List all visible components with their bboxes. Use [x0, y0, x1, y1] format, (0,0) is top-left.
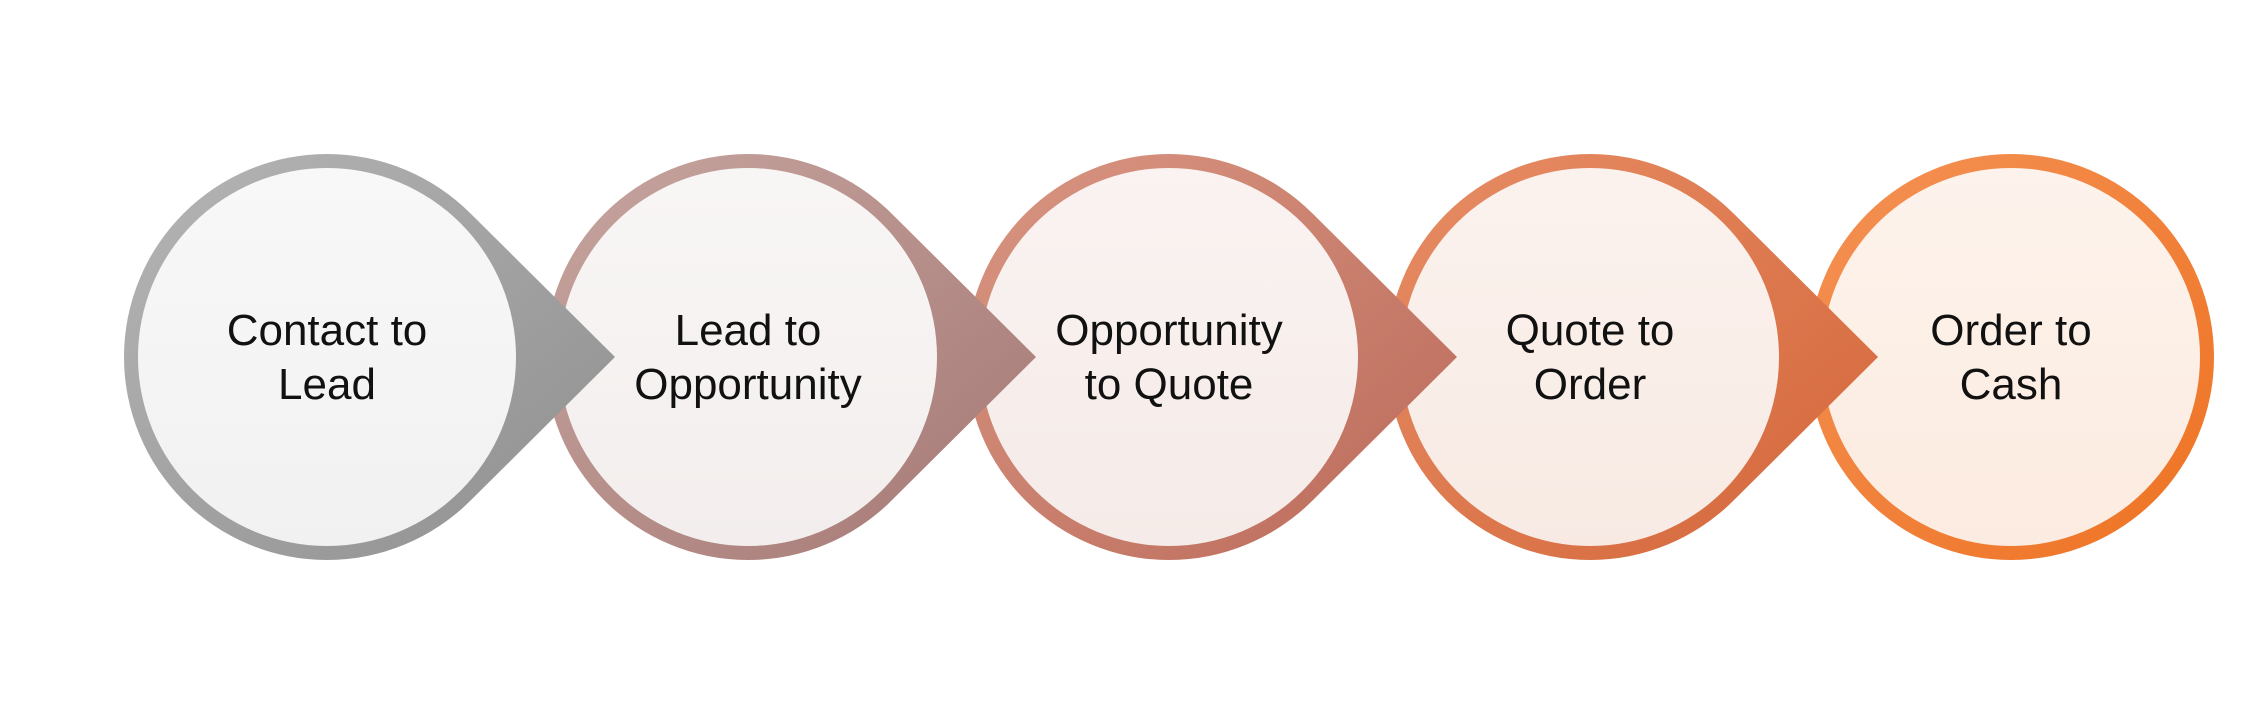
- stage-label-line: Contact to: [227, 306, 428, 355]
- stage-label-line: Order to: [1930, 306, 2091, 355]
- stage-2: Lead to Opportunity: [544, 153, 1036, 560]
- stage-label-line: to Quote: [1085, 360, 1254, 409]
- stage-3: Opportunity to Quote: [965, 153, 1457, 560]
- stage-label-line: Opportunity: [1055, 306, 1282, 355]
- stages-group: Order to Cash Quote to Order Opportunity to Q…: [123, 153, 2214, 560]
- stage-label-line: Lead to: [675, 306, 822, 355]
- stage-label-line: Order: [1534, 360, 1646, 409]
- stage-inner-circle: [1822, 168, 2200, 546]
- stage-label-line: Opportunity: [634, 360, 861, 409]
- stage-inner-circle: [980, 168, 1358, 546]
- stage-5: Order to Cash: [1808, 154, 2214, 560]
- stage-4: Quote to Order: [1386, 153, 1878, 560]
- stage-inner-circle: [559, 168, 937, 546]
- stage-inner-circle: [138, 168, 516, 546]
- stage-1: Contact to Lead: [123, 153, 616, 560]
- stage-inner-circle: [1401, 168, 1779, 546]
- stage-label-line: Quote to: [1506, 306, 1675, 355]
- stage-label-line: Cash: [1960, 360, 2063, 409]
- stage-label-line: Lead: [278, 360, 376, 409]
